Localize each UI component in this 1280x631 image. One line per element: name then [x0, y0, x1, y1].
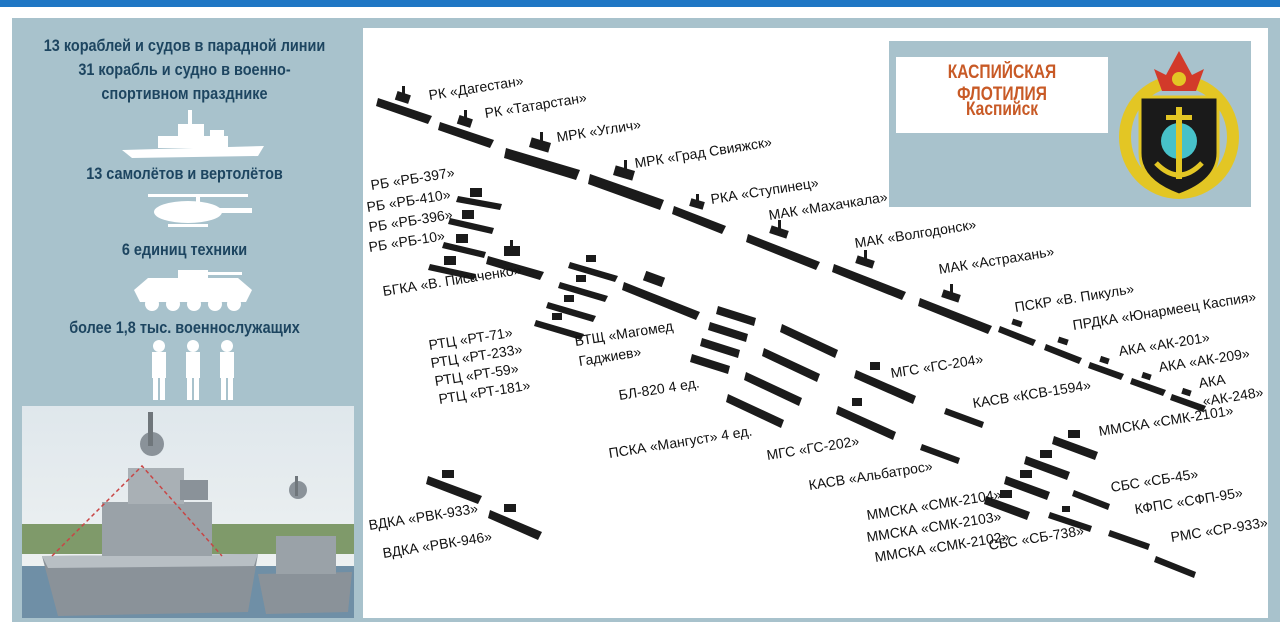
ship-vdka-rvk-946 [488, 504, 542, 540]
ship-kfps-sfp-95 [1108, 530, 1150, 550]
ship-bgka-v-pisachenko [486, 240, 544, 280]
stat-aircraft: 13 самолётов и вертолётов [86, 164, 283, 183]
stat-personnel: более 1,8 тыс. военнослужащих [69, 318, 300, 337]
ship-kasv-albatros [920, 444, 960, 464]
ship-rk-dagestan [376, 86, 432, 124]
ship-rtc-1 [568, 255, 618, 282]
ship-mrk-grad-sviyazhsk [588, 160, 664, 210]
sailors-silhouette-icon [152, 340, 234, 400]
ship-aka-ak-248 [1170, 387, 1206, 412]
ship-kasv-ksv-1594 [944, 408, 984, 428]
ship-mmska-2103 [984, 490, 1030, 520]
ship-rtc-4 [534, 313, 584, 340]
flotilla-city: Каспийск [965, 99, 1039, 120]
ship-mrk-uglich [504, 132, 580, 180]
armored-vehicle-silhouette-icon [134, 270, 252, 311]
stat-vehicles: 6 единиц техники [121, 240, 248, 259]
ship-rka-stupinets [672, 194, 726, 234]
ship-mgs-gs-202 [836, 398, 896, 440]
helicopter-silhouette-icon [148, 194, 252, 227]
boat-bl-820-4 [690, 354, 730, 374]
ship-btsch-gadzhiev [622, 270, 700, 320]
boat-pska-2 [762, 348, 820, 382]
title-box: КАСПИЙСКАЯ ФЛОТИЛИЯ Каспийск [896, 57, 1108, 133]
ship-rtc-2 [558, 275, 608, 302]
boat-pska-4 [726, 394, 784, 428]
boat-pska-3 [744, 372, 802, 406]
ship-sbs-sb-738 [1048, 506, 1092, 532]
ship-mmska-2101 [1052, 430, 1098, 460]
ship-rms-sr-933 [1154, 556, 1196, 578]
ship-aka-ak-201 [1088, 355, 1124, 380]
boat-pska-1 [780, 324, 838, 358]
boat-bl-820-1 [716, 306, 756, 326]
ship-rb-410 [448, 210, 494, 234]
ship-mak-astrakhan [918, 284, 992, 334]
emblem-icon [1119, 51, 1239, 199]
stat-ships-festival: 31 корабль и судно в военно- [78, 60, 291, 79]
ship-mak-makhachkala [746, 220, 820, 270]
boat-bl-820-2 [708, 322, 748, 342]
ship-mak-volgodonsk [832, 250, 906, 300]
boat-bl-820-3 [700, 338, 740, 358]
ship-rk-tatarstan [438, 110, 494, 148]
ship-prdka-yunarmeets [1044, 336, 1082, 364]
stat-ships-parade: 13 кораблей и судов в парадной линии [43, 36, 326, 55]
ship-pskr-v-pikul [998, 318, 1036, 346]
ship-rtc-3 [546, 295, 596, 322]
ship-mmska-2104 [1004, 470, 1050, 500]
warships-photo [22, 406, 354, 618]
ship-rb-10 [428, 256, 476, 280]
ship-sbs-sb-45 [1072, 490, 1110, 510]
warship-silhouette-icon [122, 110, 264, 158]
top-bar [0, 0, 1280, 7]
flotilla-title: КАСПИЙСКАЯ ФЛОТИЛИЯ [947, 62, 1057, 105]
stat-ships-festival-cont: спортивном празднике [101, 84, 268, 103]
ship-vdka-rvk-933 [426, 470, 482, 504]
ship-rb-396 [442, 234, 486, 258]
ship-mmska-extra [1024, 450, 1070, 480]
ship-rb-397 [456, 188, 502, 210]
ship-aka-ak-209 [1130, 371, 1166, 396]
ship-mgs-gs-204 [854, 362, 916, 404]
